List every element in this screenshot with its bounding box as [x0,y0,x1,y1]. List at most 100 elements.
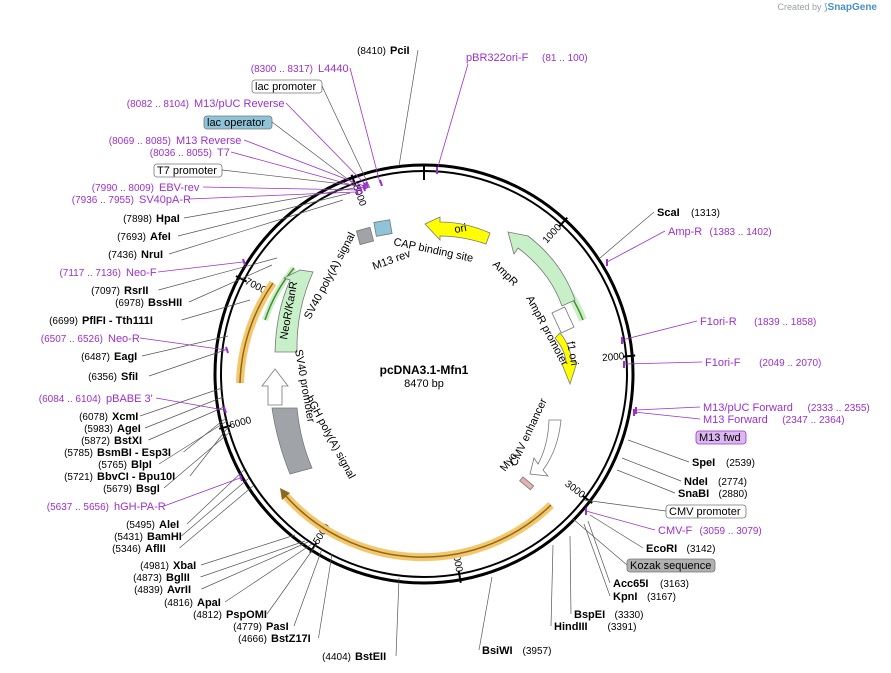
enzyme-site-acc65i[interactable]: (3163)Acc65I [587,520,689,590]
enzyme-leader [139,387,223,417]
lac-operator-leader [271,121,363,191]
enzyme-site-scai[interactable]: (1313) ScaI [599,207,720,259]
ori-feature[interactable] [424,216,491,245]
enzyme-site-avrii[interactable]: (4839)AvrII [134,541,309,596]
hgh-polya-feature[interactable] [271,407,313,475]
primer-site-mark [365,181,369,189]
enzyme-site-bbvci-bpu10i[interactable]: (5721)BbvCI - Bpu10I [64,425,230,483]
enzyme-leader [599,211,655,259]
sv40-polya-feature[interactable] [355,226,375,246]
enzyme-site-afei[interactable]: (7693)AfeI [117,192,351,243]
enzyme-name: ScaI [657,207,680,219]
primer-amp-r[interactable]: Amp-R(1383 .. 1402) [606,226,772,266]
primer-pbabe-3-[interactable]: pBABE 3'(6084 .. 6104) [39,393,227,414]
enzyme-position: (3142) [687,544,716,555]
enzyme-site-bglii[interactable]: (4873)BglII [133,540,306,584]
t7-promoter-box[interactable] [153,163,223,178]
enzyme-name: BssHII [148,297,182,309]
enzyme-name: SnaBI [678,488,709,500]
enzyme-site-hindiii[interactable]: (3391)HindIII [550,544,636,633]
kozak-box[interactable] [626,558,716,573]
enzyme-site-agei[interactable]: (5983)AgeI [84,396,224,435]
enzyme-leader [186,469,245,525]
cmv-enhancer-feature[interactable] [529,419,562,477]
primer-f1ori-f[interactable]: F1ori-F(2049 .. 2070) [623,357,821,369]
primer-hgh-pa-r[interactable]: hGH-PA-R(5637 .. 5656) [47,474,243,513]
ampr-feature[interactable] [507,231,576,307]
enzyme-site-sfii[interactable]: (6356)SfiI [88,349,226,383]
enzyme-site-bstxi[interactable]: (5872)BstXI [81,406,225,447]
primer-sv40pa-r[interactable]: SV40pA-R(7936 .. 7955) [72,188,359,206]
enzyme-leader [478,576,493,651]
enzyme-site-snabi[interactable]: (2880)SnaBI [616,469,747,500]
primer-l4440[interactable]: L4440(8300 .. 8317) [251,63,383,187]
primer-m13-forward[interactable]: M13 Forward(2347 .. 2364) [633,409,845,426]
enzyme-site-blpi[interactable]: (5765)BlpI [98,420,228,471]
enzyme-position: (6356) [88,372,117,383]
enzyme-site-pflfi-tth111i[interactable]: (6699)PflFI - Tth111I [49,299,251,327]
enzyme-site-apai[interactable]: (4816)ApaI [164,543,313,609]
enzyme-leader [224,543,313,603]
ori-label: ori [453,222,467,236]
enzyme-leader [589,514,644,549]
primer-f1ori-r[interactable]: F1ori-R(1839 .. 1858) [621,316,816,344]
enzyme-site-pasi[interactable]: (4779)PasI [233,548,323,633]
enzyme-position: (3957) [523,646,552,657]
primer-cmv-f[interactable]: CMV-F(3059 .. 3079) [585,508,762,537]
lac-cap-features[interactable] [373,219,393,237]
primer-m13-reverse[interactable]: M13 Reverse(8069 .. 8085) [109,135,367,190]
enzyme-site-bsgi[interactable]: (5679)BsgI [103,431,231,495]
primer-site-mark [223,406,227,414]
sv40-promoter-feature[interactable] [261,368,289,406]
primer-labels: L4440(8300 .. 8317)M13/pUC Reverse(8082 … [39,52,870,537]
enzyme-site-pspomi[interactable]: (4812)PspOMI [193,544,317,621]
cmv-promoter-box[interactable] [665,504,747,519]
enzyme-site-eagi[interactable]: (6487)EagI [81,335,229,363]
enzyme-site-bamhi[interactable]: (5431)BamHI [114,477,250,543]
enzyme-site-ndei[interactable]: (2774)NdeI [621,457,747,488]
enzyme-site-xbai[interactable]: (4981)XbaI [140,534,296,572]
enzyme-position: (8410) [357,46,386,57]
primer-ebv-rev[interactable]: EBV-rev(7990 .. 8009) [92,182,363,194]
enzyme-leader [189,425,230,477]
enzyme-site-bsteii[interactable]: (4404)BstEII [322,577,400,663]
f1-ori-label: f1 ori [564,340,580,366]
enzyme-site-ecori[interactable]: (3142)EcoRI [589,514,716,555]
f1-ori-feature[interactable] [554,332,578,386]
enzyme-site-bstz17i[interactable]: (4666)BstZ17I [238,553,333,645]
enzyme-site-xcmi[interactable]: (6078)XcmI [79,387,223,423]
enzyme-site-aflii[interactable]: (5346)AflII [112,485,254,555]
ampr-promoter-feature[interactable] [551,306,575,334]
primer-m13-puc-forward[interactable]: M13/pUC Forward(2333 .. 2355) [635,402,870,414]
enzyme-site-bspei[interactable]: (3330)BspEI [569,535,643,621]
enzyme-position: (2774) [718,477,747,488]
enzyme-site-bsiwi[interactable]: (3957)BsiWI [478,576,552,657]
primer-neo-f[interactable]: Neo-F(7117 .. 7136) [59,258,246,279]
neo-orf-arc[interactable] [236,280,277,384]
enzyme-site-alei[interactable]: (5495)AleI [126,469,245,531]
myc-feature[interactable] [519,476,535,491]
primer-leader [606,230,666,263]
enzyme-site-nrui[interactable]: (7436)NruI [108,199,344,261]
enzyme-position: (7097) [91,286,120,297]
primer-name: hGH-PA-R [114,501,166,513]
mfn1-orf-arc[interactable] [280,491,554,562]
primer-range: (7117 .. 7136) [59,268,121,279]
enzyme-site-pcii[interactable]: (8410)PciI [357,45,419,167]
enzyme-site-rsrii[interactable]: (7097)RsrII [91,257,278,297]
primer-range: (6507 .. 6526) [41,334,103,345]
primer-neo-r[interactable]: Neo-R(6507 .. 6526) [41,333,229,354]
primer-m13-puc-reverse[interactable]: M13/pUC Reverse(8082 .. 8104) [127,98,369,189]
primer-pbr322ori-f[interactable]: pBR322ori-F(81 .. 100) [436,52,588,174]
primer-t7[interactable]: T7(8036 .. 8055) [150,147,366,192]
primer-leader [623,361,703,365]
primer-site-mark [362,184,366,192]
enzyme-site-spei[interactable]: (2539)SpeI [627,439,755,469]
enzyme-name: PasI [266,621,289,633]
m13-fwd-box[interactable] [695,430,747,445]
enzyme-position: (1313) [691,208,720,219]
enzyme-site-bsshii[interactable]: (6978)BssHII [115,264,273,309]
enzyme-site-kpni[interactable]: (3167)KpnI [583,523,676,603]
neor-kanr-feature[interactable] [274,269,314,353]
lac-operator-box[interactable] [203,115,273,130]
